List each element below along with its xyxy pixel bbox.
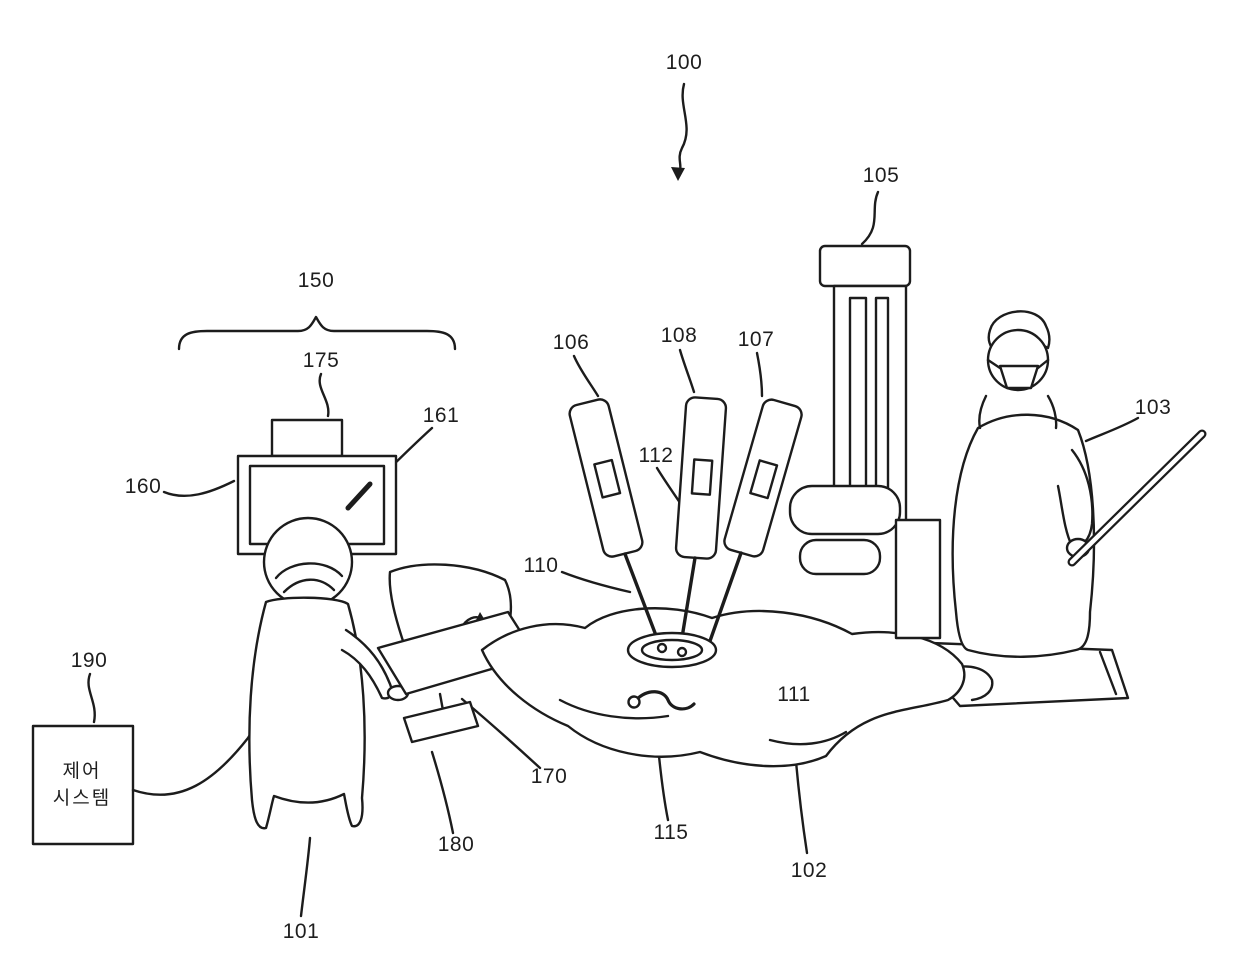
ref-label-190: 190 [70, 649, 108, 672]
ref-label-175: 175 [302, 349, 340, 372]
drape-fold-2 [768, 730, 848, 746]
operating-table [480, 607, 1130, 768]
retractor-inner [640, 638, 704, 662]
leader-160 [162, 479, 236, 498]
leader-101 [299, 836, 312, 918]
ref-label-170: 170 [530, 765, 568, 788]
surgeon-visor-inner [282, 578, 336, 594]
leader-103 [1084, 416, 1140, 443]
tool-115 [627, 690, 696, 711]
ref-label-180: 180 [437, 833, 475, 856]
surgeon-console [376, 563, 538, 744]
ref-label-106: 106 [552, 331, 590, 354]
cannula-1 [656, 642, 668, 654]
tower-top-unit [818, 244, 912, 288]
manipulator-link-2 [798, 538, 882, 576]
ref-label-107: 107 [737, 328, 775, 351]
ref-label-101: 101 [282, 920, 320, 943]
ref-label-111: 111 [777, 683, 811, 706]
instrument-shaft-110 [623, 552, 662, 648]
tool-115-ring [627, 695, 641, 709]
holder-107-clutch [749, 459, 779, 500]
table-clamp [950, 665, 994, 702]
cannula-2 [676, 646, 688, 658]
ref-label-110: 110 [523, 554, 559, 577]
leader-105 [860, 190, 880, 246]
leader-106 [572, 354, 600, 398]
assistant-mask [998, 364, 1040, 390]
ref-label-108: 108 [660, 324, 698, 347]
instrument-tower [788, 244, 942, 640]
surgeon-operator [248, 516, 410, 830]
ref-label-105: 105 [862, 164, 900, 187]
ref-label-161: 161 [422, 404, 460, 427]
holder-108-clutch [690, 458, 714, 496]
entry-port [626, 631, 718, 669]
assistant-rod-inner [1069, 431, 1205, 565]
brace-150 [177, 315, 457, 351]
manipulator-link-1 [788, 484, 902, 536]
patient-drape [480, 607, 966, 768]
ref-label-150: 150 [297, 269, 335, 292]
console-base [402, 700, 480, 744]
control-system-label-line2: 시스템 [52, 788, 112, 809]
arrowhead-100 [671, 167, 685, 181]
control-system-box [31, 724, 135, 846]
assistant-arm [1056, 448, 1094, 548]
tower-slot-1 [848, 296, 868, 490]
ref-label-102: 102 [790, 859, 828, 882]
ref-label-100: 100 [665, 51, 703, 74]
control-system-label: 제어 시스템 [53, 758, 111, 812]
leader-175 [318, 372, 330, 418]
leader-190 [87, 672, 96, 724]
ref-label-103: 103 [1134, 396, 1172, 419]
holder-106-clutch [593, 458, 622, 499]
assistant-gown [951, 413, 1096, 658]
control-system-label-line1: 제어 [62, 761, 102, 782]
assistant-shoulders [978, 394, 1058, 430]
surgeon-visor [274, 562, 344, 580]
stylus-161 [345, 481, 373, 511]
display-top-unit [270, 418, 344, 458]
ref-label-160: 160 [124, 475, 162, 498]
table-board-edge [1098, 650, 1118, 696]
drape-fold-1 [558, 698, 670, 720]
instrument-holder-108 [674, 396, 728, 560]
leader-107 [755, 351, 764, 398]
control-cable [131, 706, 261, 796]
tower-slot-2 [874, 296, 890, 490]
leader-108 [678, 348, 696, 394]
assistant-mask-straps [986, 358, 1050, 370]
leader-180 [430, 750, 455, 835]
tower-base [894, 518, 942, 640]
leader-100 [676, 82, 688, 176]
instrument-holder-106 [568, 398, 644, 558]
ref-label-112: 112 [638, 444, 674, 467]
surgeon-hood [262, 516, 354, 608]
instrument-holder-107 [723, 398, 803, 558]
ref-label-115: 115 [653, 821, 689, 844]
assistant-surgeon [951, 310, 1207, 658]
leader-110 [560, 570, 632, 594]
